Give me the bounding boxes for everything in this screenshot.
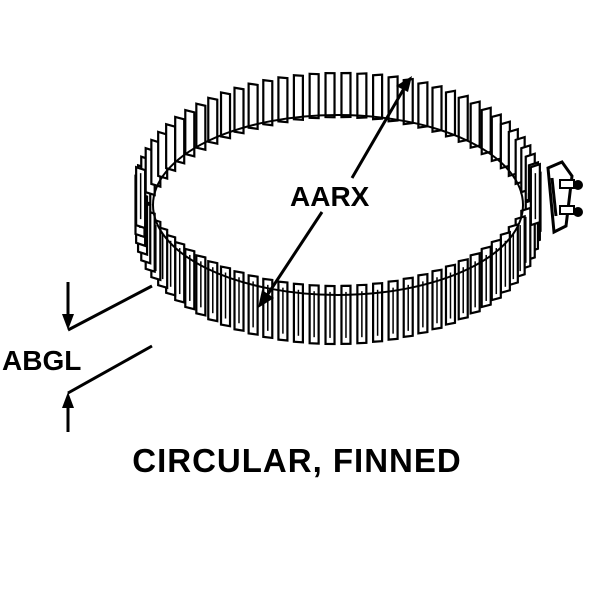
terminal-stud-icon (573, 180, 583, 190)
fins-front (134, 162, 542, 346)
fin (207, 96, 219, 146)
arrow-up-icon (62, 392, 74, 408)
diagram-caption: CIRCULAR, FINNED (132, 442, 462, 479)
finned-ring (134, 71, 542, 346)
fin (219, 91, 232, 140)
fin (417, 81, 429, 129)
fin (195, 102, 207, 152)
terminal-block (546, 160, 583, 235)
length-label: ABGL (2, 345, 81, 376)
fin (356, 72, 368, 119)
fin (157, 130, 169, 181)
arrow-down-icon (62, 314, 74, 330)
fin (490, 113, 502, 163)
fin (324, 71, 336, 119)
arrow-down-icon (258, 290, 274, 308)
fin (233, 86, 245, 135)
length-dimension: ABGL (2, 282, 153, 432)
diameter-dimension: AARX (258, 76, 412, 308)
fin (480, 106, 492, 156)
ring-core-outline (152, 114, 524, 296)
fin (277, 76, 289, 124)
fin (444, 89, 457, 138)
fin (340, 71, 352, 119)
fin (308, 72, 320, 120)
diameter-label: AARX (290, 181, 370, 212)
fin (262, 78, 274, 127)
fin (469, 100, 481, 150)
fin (292, 74, 304, 121)
fin (457, 94, 469, 144)
fin (247, 82, 259, 131)
fin (431, 84, 443, 134)
fin (372, 73, 384, 121)
fin (174, 115, 186, 165)
fin (184, 108, 196, 158)
arrow-up-icon (396, 76, 412, 92)
terminal-stud-icon (573, 207, 583, 217)
fin (165, 122, 177, 173)
